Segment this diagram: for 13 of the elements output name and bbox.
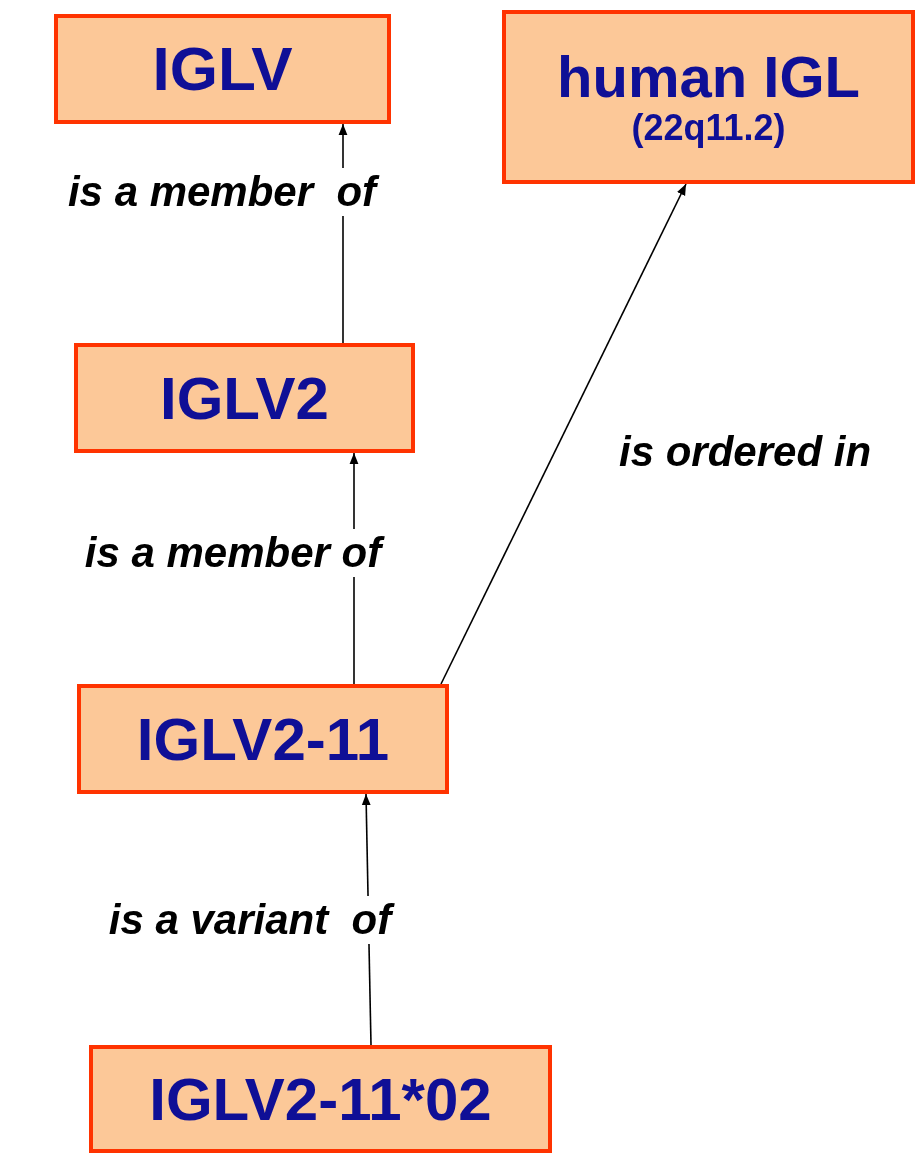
term-name: IGLV bbox=[152, 36, 293, 102]
term-box bbox=[54, 14, 391, 124]
locus-text: (22q11.2) bbox=[631, 107, 786, 148]
term-name: human IGL bbox=[557, 46, 860, 108]
term-box bbox=[89, 1045, 552, 1153]
term-box bbox=[74, 343, 415, 453]
term-name: IGLV2-11*02 bbox=[149, 1067, 492, 1131]
term-name: IGLV2-11 bbox=[136, 707, 390, 771]
edge-label: is ordered in bbox=[617, 428, 873, 476]
arrow bbox=[440, 183, 687, 685]
term-name: IGLV2 bbox=[160, 366, 329, 430]
term-box bbox=[77, 684, 449, 794]
term-box bbox=[502, 10, 915, 184]
